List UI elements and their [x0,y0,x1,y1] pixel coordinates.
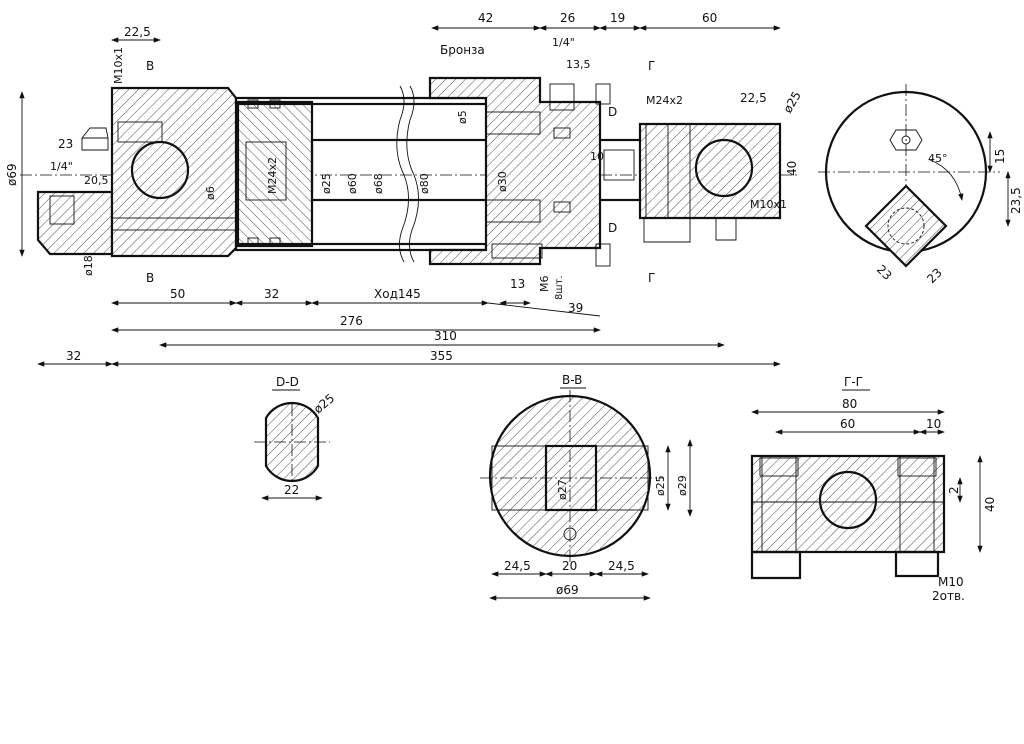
dim-quarter-inch-left: 1/4" [50,160,73,173]
gg-dim-60: 60 [840,417,855,431]
bb-dim-20: 20 [562,559,577,573]
dim-m24x2-piston: M24x2 [266,157,279,194]
dim-dia-5: ø5 [456,110,469,124]
dim-m6: M6 [538,276,551,293]
bb-dim-dia-25: ø25 [654,475,667,496]
dim-stroke: Ход145 [374,287,421,301]
dim-m24x2-clevis: M24x2 [646,94,683,107]
dim-40-clevis: 40 [785,161,799,176]
dim-15: 15 [993,149,1007,164]
bb-dim-dia-69: ø69 [556,583,579,597]
section-dd-title: D-D [276,375,299,389]
dim-23-5: 23,5 [1009,187,1023,214]
section-mark-d-top: D [608,105,617,119]
dim-22-5-right: 22,5 [740,91,767,105]
dim-26: 26 [560,11,575,25]
bb-dim-24-5-left: 24,5 [504,559,531,573]
dim-dia-68: ø68 [372,173,385,194]
section-bb: B-B ø27 ø25 ø29 24,5 20 24,5 ø69 [480,373,693,601]
dim-22-5-left: 22,5 [124,25,151,39]
dim-50: 50 [170,287,185,301]
dim-dia-18: ø18 [82,255,95,276]
dim-dia-80: ø80 [418,173,431,194]
dim-23-b: 23 [924,265,945,286]
dim-dia-30: ø30 [496,171,509,192]
dim-355: 355 [430,349,453,363]
dim-32-mid: 32 [264,287,279,301]
dim-13-5: 13,5 [566,58,591,71]
dim-23-a: 23 [874,262,895,283]
dim-dia-6: ø6 [204,186,217,200]
dim-39: 39 [568,301,583,315]
section-mark-b-bottom: B [146,271,154,285]
section-mark-g-bottom: Г [648,271,655,285]
dim-42: 42 [478,11,493,25]
dim-20-5: 20,5 [84,174,109,187]
dim-m10x1-head: M10x1 [112,47,125,84]
section-mark-d-bottom: D [608,221,617,235]
section-mark-b-top: B [146,59,154,73]
bb-dim-dia-29: ø29 [676,475,689,496]
bb-dim-24-5-right: 24,5 [608,559,635,573]
gg-dim-40: 40 [983,497,997,512]
dim-32-left: 32 [66,349,81,363]
dim-310: 310 [434,329,457,343]
gg-dim-10: 10 [926,417,941,431]
section-gg-title: Г-Г [844,375,863,389]
dim-m10x1-clevis: M10x1 [750,198,787,211]
side-view: 15 23,5 45° 23 23 [818,84,1023,286]
dim-276: 276 [340,314,363,328]
dim-quarter-inch-top: 1/4" [552,36,575,49]
dd-dim-22: 22 [284,483,299,497]
section-gg: Г-Г 80 60 10 2 40 M10 2отв. [750,375,997,603]
dim-10: 10 [590,150,604,163]
dim-dia-25: ø25 [320,173,333,194]
dim-23-left: 23 [58,137,73,151]
gg-dim-2: 2 [947,486,961,494]
dim-45-deg: 45° [928,152,948,165]
dim-19: 19 [610,11,625,25]
main-view: 22,5 42 26 19 60 1/4" 13,5 22,5 50 32 Хо… [5,11,804,367]
gg-dim-2-holes: 2отв. [932,589,965,603]
dim-8pcs: 8шт. [554,275,565,300]
dim-60: 60 [702,11,717,25]
section-mark-g-top: Г [648,59,655,73]
dim-dia-69: ø69 [5,163,19,186]
gg-dim-m10: M10 [938,575,964,589]
label-bronze: Бронза [440,43,485,57]
gg-dim-80: 80 [842,397,857,411]
dim-dia-60: ø60 [346,173,359,194]
dim-dia-25-clevis: ø25 [780,89,803,116]
dim-13: 13 [510,277,525,291]
section-bb-title: B-B [562,373,582,387]
bb-dim-dia-27: ø27 [556,479,569,500]
section-dd: D-D ø25 22 [254,375,337,501]
